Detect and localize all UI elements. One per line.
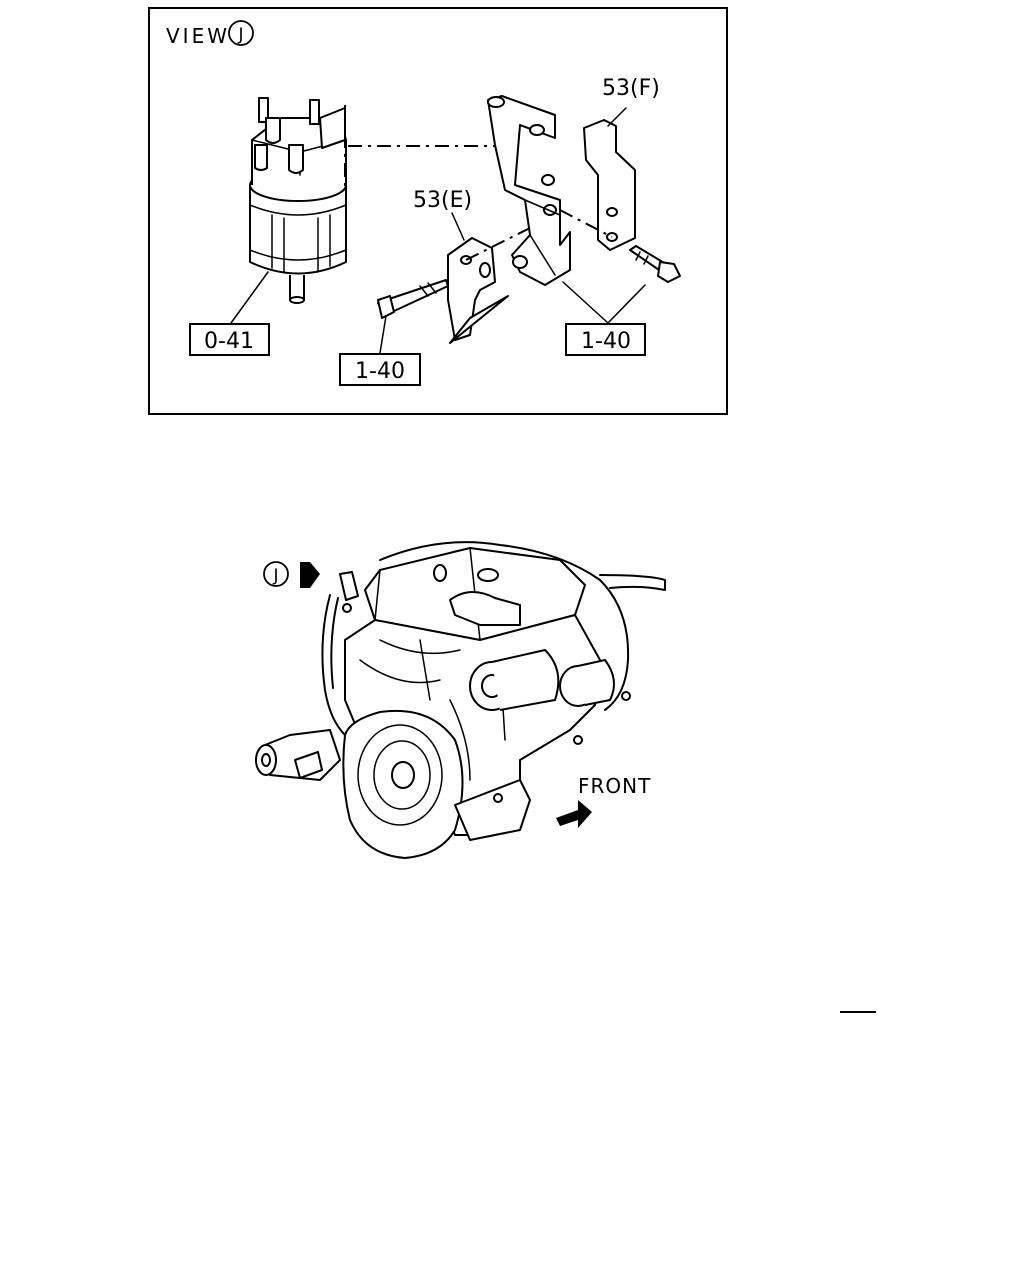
callout-box-1-40-left: 1-40 — [339, 353, 421, 386]
view-letter-circle — [228, 20, 254, 46]
front-indicator: FRONT — [556, 774, 651, 828]
view-heading: VIEW J — [166, 20, 254, 48]
callout-box-0-41: 0-41 — [189, 323, 270, 356]
view-word: VIEW — [166, 24, 230, 48]
bolt-right — [562, 245, 681, 324]
view-arrow-icon — [300, 562, 320, 588]
callout-box-1-40-right: 1-40 — [565, 323, 646, 356]
front-arrow-icon — [556, 800, 592, 828]
detail-view-frame: VIEW J — [148, 7, 728, 415]
bolt-left — [377, 279, 449, 354]
engine-assembly: J — [255, 541, 666, 859]
mounting-bracket — [487, 95, 571, 286]
front-label: FRONT — [578, 774, 651, 798]
view-letter: J — [237, 25, 243, 45]
callout-1-40-right: 1-40 — [581, 329, 631, 354]
bracket-53f: 53(F) — [559, 76, 660, 251]
fuel-filter — [230, 97, 495, 324]
view-marker-letter: J — [272, 566, 278, 586]
callout-53f: 53(F) — [602, 76, 660, 101]
callout-53e: 53(E) — [413, 188, 472, 213]
bracket-53e: 53(E) — [413, 188, 531, 344]
callout-0-41: 0-41 — [204, 329, 254, 354]
view-marker: J — [263, 561, 320, 588]
callout-1-40-left: 1-40 — [355, 359, 405, 384]
